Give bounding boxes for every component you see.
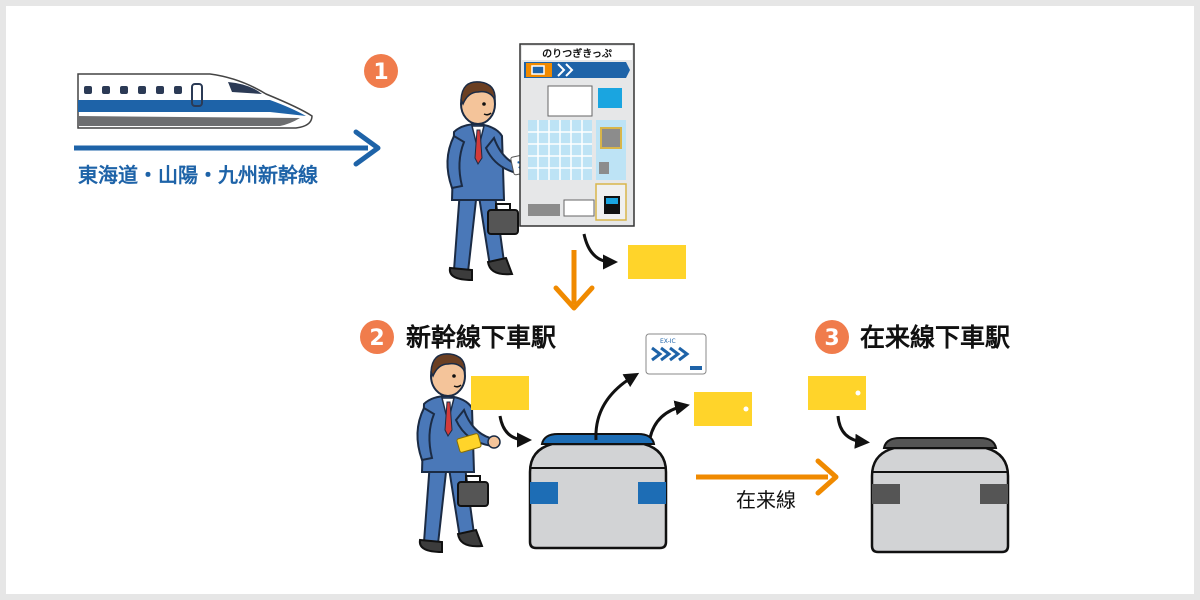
step-1-badge: 1 [364,54,398,88]
ticket-gate-shinkansen [528,432,668,550]
transfer-label: 在来線 [736,488,796,512]
step-2-badge: 2 [360,320,394,354]
card-return-arrow [594,372,640,441]
step-3-number: 3 [824,326,839,351]
yellow-ticket-1 [628,245,686,279]
step-1-number: 1 [373,60,388,85]
ticket-in-arrow-2 [836,415,870,449]
ex-ic-card: EX-IC [645,333,707,375]
ticket-machine: のりつぎきっぷ [519,43,635,227]
yellow-ticket-3 [694,392,752,426]
ticket-out-arrow [582,233,618,270]
step-2-number: 2 [369,326,384,351]
step-2-label: 新幹線下車駅 [406,323,556,352]
diagram-frame: 東海道・山陽・九州新幹線 1 のりつぎきっぷ [6,6,1194,594]
ticket-gate-conventional [870,436,1010,554]
orange-down-arrow [553,250,595,311]
ticket-return-arrow [648,400,690,439]
shinkansen-train [77,73,313,129]
ex-card-label: EX-IC [660,338,676,345]
yellow-ticket-4 [808,376,866,410]
route-arrow [74,129,381,167]
transfer-arrow [696,458,839,496]
yellow-ticket-2 [471,376,529,410]
machine-title: のりつぎきっぷ [542,47,612,60]
step-3-label: 在来線下車駅 [860,323,1010,352]
businessman-2 [416,352,501,553]
route-label: 東海道・山陽・九州新幹線 [78,163,318,187]
ticket-in-arrow-1 [498,415,532,448]
step-3-badge: 3 [815,320,849,354]
